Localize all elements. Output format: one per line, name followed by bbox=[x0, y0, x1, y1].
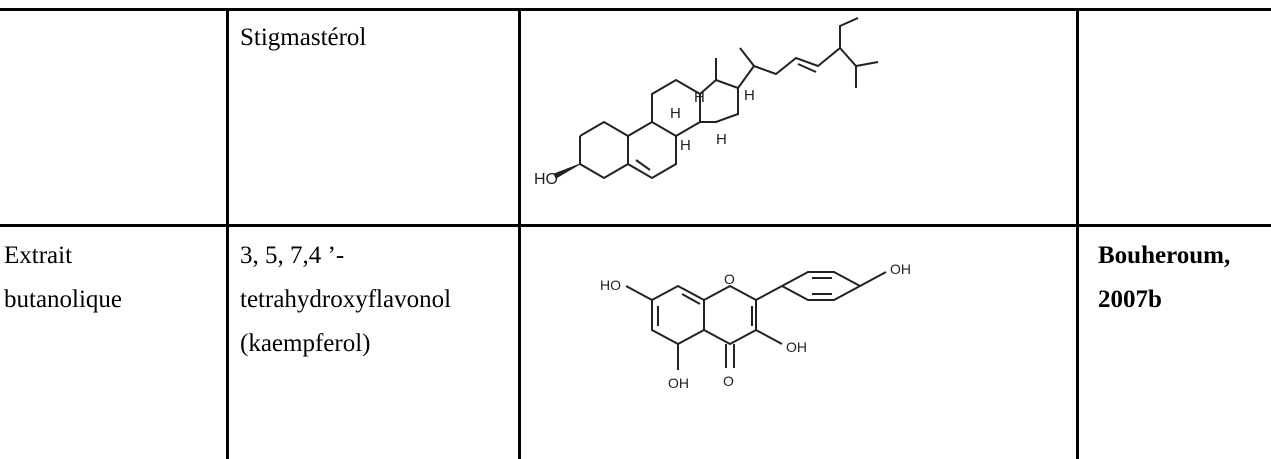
h-label-d: H bbox=[744, 87, 755, 104]
compound-line-2: tetrahydroxyflavonol bbox=[240, 286, 452, 313]
table-top-border bbox=[0, 8, 1271, 11]
kaempferol-structure-image: OH HO O OH O OH bbox=[600, 261, 911, 391]
extract-line-2: butanolique bbox=[4, 286, 123, 313]
h-label-c: H bbox=[716, 131, 727, 148]
compound-line-3: (kaempferol) bbox=[240, 330, 371, 357]
oh-right-label: OH bbox=[786, 339, 807, 355]
table-row-divider bbox=[0, 224, 1271, 227]
h-label-b: H bbox=[694, 89, 705, 106]
oh-bottom-label: OH bbox=[668, 375, 689, 391]
reference-line-1: Bouheroum, bbox=[1098, 242, 1231, 269]
compound-name-stigmasterol: Stigmastérol bbox=[240, 24, 367, 51]
carbonyl-oxygen-label: O bbox=[723, 373, 734, 389]
oh-top-label: OH bbox=[890, 261, 911, 277]
ho-left-label: HO bbox=[600, 277, 621, 293]
stigmasterol-structure-image: HO H H H H H bbox=[534, 17, 879, 188]
table-col-divider-3 bbox=[1076, 8, 1079, 459]
table-col-divider-1 bbox=[226, 8, 229, 459]
hydroxyl-label: HO bbox=[534, 171, 558, 188]
compound-line-1: 3, 5, 7,4 ’- bbox=[240, 242, 345, 269]
extract-line-1: Extrait bbox=[4, 242, 73, 269]
reference-line-2: 2007b bbox=[1098, 286, 1162, 313]
h-label-e: H bbox=[670, 105, 681, 122]
ring-oxygen-label: O bbox=[724, 271, 735, 287]
h-label-a: H bbox=[680, 137, 691, 154]
table-col-divider-2 bbox=[518, 8, 521, 459]
